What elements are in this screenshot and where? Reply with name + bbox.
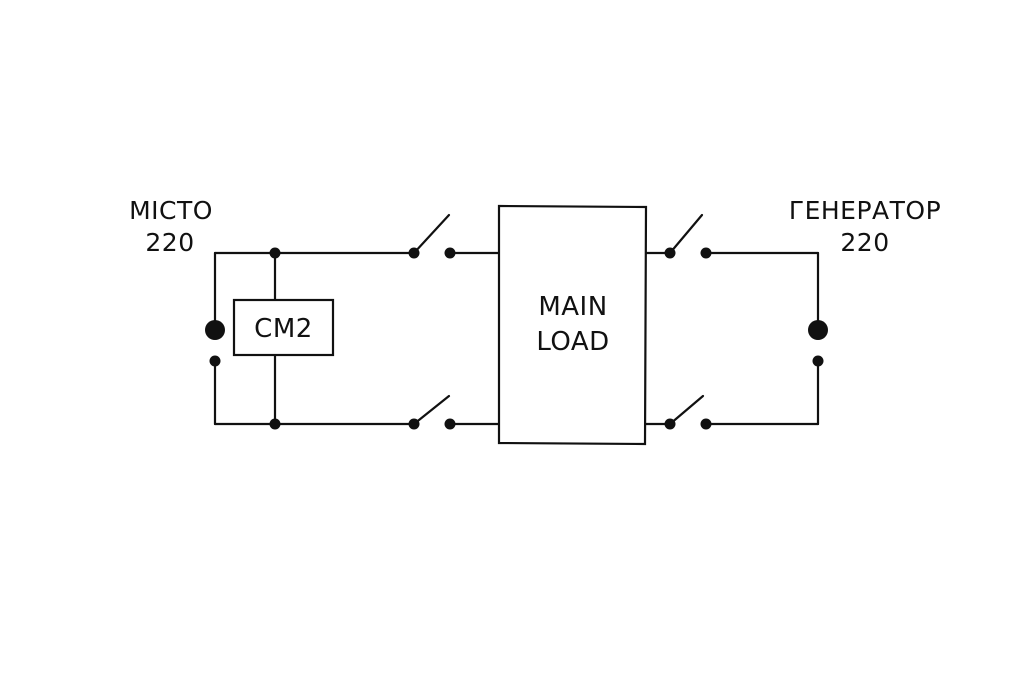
junction-node-top xyxy=(269,247,281,259)
city-source-name: МІСТО xyxy=(129,196,213,225)
main-load-line2: LOAD xyxy=(536,327,609,357)
switch-blade xyxy=(668,394,705,426)
switch-blade xyxy=(668,213,704,255)
relay-cm2: CM2 xyxy=(232,298,335,357)
generator-circuit xyxy=(704,251,828,426)
generator-terminal-large xyxy=(808,320,828,340)
generator-switch-bottom xyxy=(644,394,712,430)
relay-box xyxy=(232,298,335,357)
city-terminal-large xyxy=(205,320,225,340)
main-load-box xyxy=(497,204,648,446)
main-load-line1: MAIN xyxy=(538,292,607,322)
generator-switch-top xyxy=(644,213,712,259)
generator-source-voltage: 220 xyxy=(840,228,889,257)
junction-node-bottom xyxy=(269,418,281,430)
switch-blade xyxy=(412,394,451,426)
switch-blade xyxy=(412,213,451,255)
generator-terminal-small xyxy=(812,355,824,367)
city-switch-bottom xyxy=(408,394,501,430)
relay-label: CM2 xyxy=(254,314,313,344)
city-source-voltage: 220 xyxy=(145,228,194,257)
main-load: MAIN LOAD xyxy=(497,204,648,446)
city-switch-top xyxy=(408,213,501,259)
generator-source-name: ГЕНЕРАТОР xyxy=(789,196,941,225)
city-terminal-small xyxy=(209,355,221,367)
